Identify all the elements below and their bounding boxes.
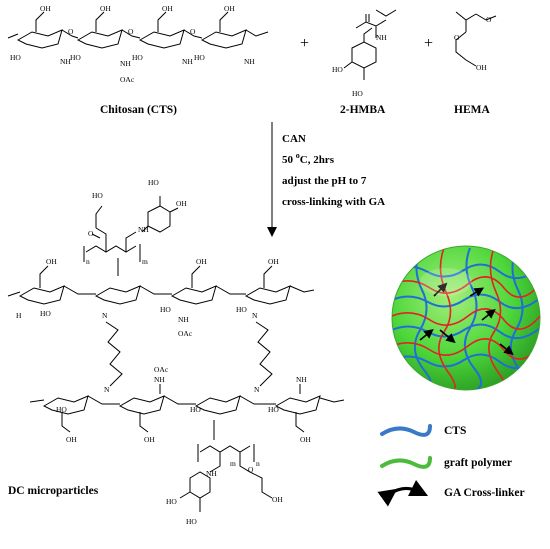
nh-label: NH: [206, 469, 217, 478]
o-label: O: [454, 33, 460, 42]
o-label: O: [486, 15, 492, 24]
nh2-label: NH: [60, 57, 71, 66]
legend-cts-label: CTS: [444, 425, 466, 437]
ho-label: HO: [132, 53, 143, 62]
ho-label: HO: [40, 309, 51, 318]
oac-label: OAc: [120, 75, 135, 84]
chitosan-label: Chitosan (CTS): [100, 104, 177, 116]
ho-label: HO: [166, 497, 177, 506]
nh-label: NH: [120, 59, 131, 68]
oh-label: OH: [224, 4, 235, 13]
ho-label: HO: [56, 405, 67, 414]
o-label: O: [248, 465, 254, 474]
ho-label: HO: [92, 191, 103, 200]
hmba-label: 2-HMBA: [340, 104, 386, 116]
n-label: N: [104, 385, 110, 394]
nh2-label: NH: [296, 375, 307, 384]
legend: CTS graft polymer GA Cross-linker: [377, 424, 525, 507]
cts-legend-swatch: [380, 424, 432, 437]
condition-line-2: 50 oC, 2hrs: [282, 151, 335, 166]
oh-label: OH: [46, 257, 57, 266]
crosslinker-marks: [419, 282, 514, 355]
condition-line-3: adjust the pH to 7: [282, 175, 367, 187]
nh-label: NH: [154, 375, 165, 384]
hema-structure: O O OH HEMA: [454, 11, 497, 116]
ho-label: HO: [268, 405, 279, 414]
hooc-label: HO: [352, 89, 363, 98]
n-sub-label: n: [86, 257, 90, 266]
ho-label: HO: [194, 53, 205, 62]
plus-sign: +: [300, 35, 309, 52]
o-label: O: [68, 27, 74, 36]
product-structure: HO OH NH HO O n m OH OH OH H HO HO HO NH…: [7, 178, 345, 526]
hema-label: HEMA: [454, 104, 490, 116]
ho-label: HO: [332, 65, 343, 74]
nh-label: NH: [178, 315, 189, 324]
o-label: O: [88, 229, 94, 238]
cts-network: [392, 247, 540, 390]
ho-label: HO: [70, 53, 81, 62]
oh-label: OH: [476, 63, 487, 72]
nh2-label: NH: [244, 57, 255, 66]
o-label: O: [190, 27, 196, 36]
legend-graft-label: graft polymer: [444, 457, 512, 469]
oh-label: OH: [268, 257, 279, 266]
product-label: DC microparticles: [8, 485, 99, 497]
graft-legend-swatch: [380, 456, 432, 469]
oh-label: OH: [144, 435, 155, 444]
ho-label: HO: [236, 305, 247, 314]
hooc-label: HO: [148, 178, 159, 187]
oh-label: OH: [196, 257, 207, 266]
ho-label: HO: [160, 305, 171, 314]
oac-label: OAc: [154, 365, 169, 374]
graft-network: [392, 247, 540, 390]
oh-label: OH: [176, 199, 187, 208]
h2n-label: H: [16, 311, 22, 320]
o-label: O: [128, 27, 134, 36]
condition-line-4: cross-linking with GA: [282, 196, 385, 208]
nh-label: NH: [138, 225, 149, 234]
legend-ga-label: GA Cross-linker: [444, 487, 525, 499]
oh-label: OH: [300, 435, 311, 444]
oac-label: OAc: [178, 329, 193, 338]
m-label: m: [142, 257, 148, 266]
crosslinker-legend-swatch: [377, 479, 429, 507]
plus-sign: +: [424, 35, 433, 52]
nh-label: NH: [376, 33, 387, 42]
condition-line-1: CAN: [282, 133, 306, 145]
hooc-label: HO: [186, 517, 197, 526]
microparticle-illustration: [391, 245, 541, 391]
chitosan-structure: OH OH OH OH HO HO HO HO NH NH OAc NH NH …: [7, 4, 269, 116]
n-label: N: [254, 385, 260, 394]
ho-label: HO: [190, 405, 201, 414]
reaction-conditions: CAN 50 oC, 2hrs adjust the pH to 7 cross…: [282, 133, 385, 208]
nh2-label: NH: [182, 57, 193, 66]
oh-label: OH: [162, 4, 173, 13]
n-label: N: [252, 311, 258, 320]
oh-label: OH: [40, 4, 51, 13]
m-label: m: [230, 459, 236, 468]
hmba-structure: NH HO HO 2-HMBA: [332, 9, 397, 116]
oh-label: OH: [66, 435, 77, 444]
oh-label: OH: [100, 4, 111, 13]
ho-label: HO: [10, 53, 21, 62]
oh-label: OH: [272, 495, 283, 504]
n-label: N: [102, 311, 108, 320]
n-sub-label: n: [256, 459, 260, 468]
